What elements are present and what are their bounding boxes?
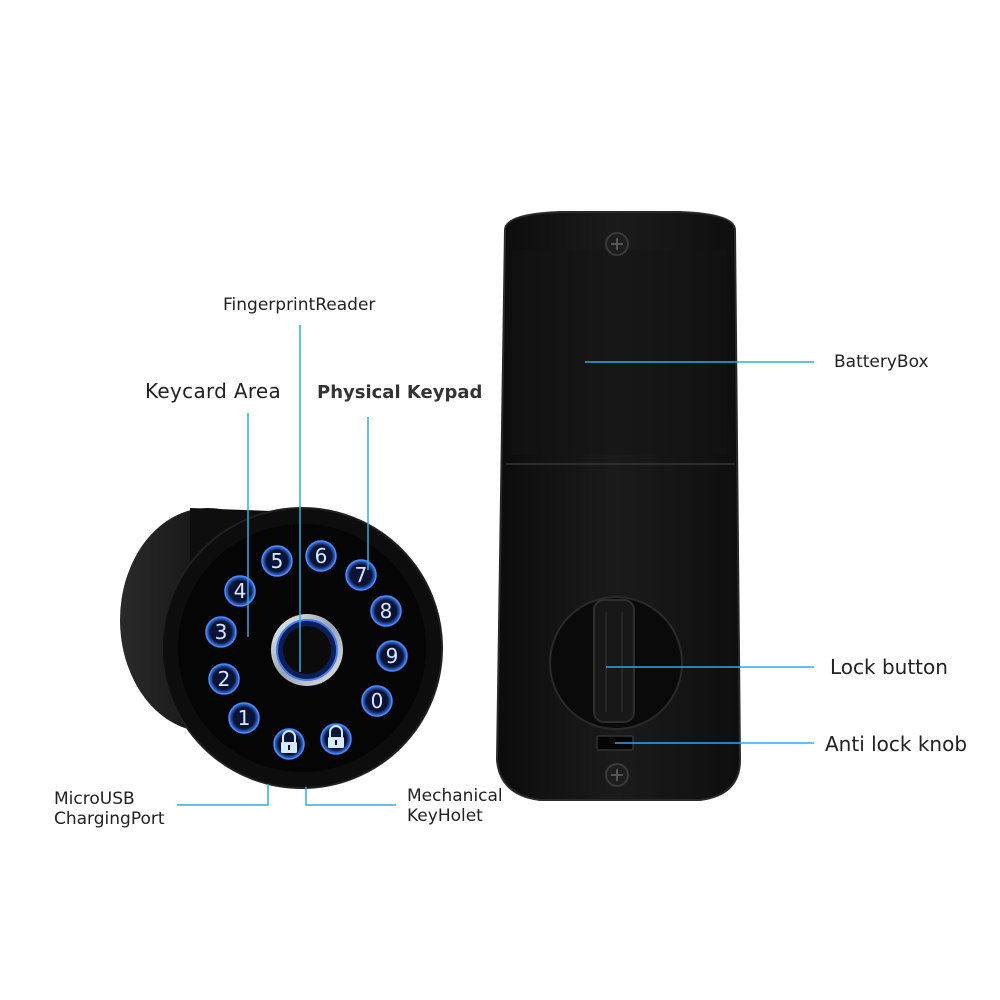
label-anti-lock-knob: Anti lock knob: [825, 732, 968, 756]
screw-icon: [605, 232, 629, 256]
key-3-label: 3: [215, 620, 228, 644]
key-8[interactable]: 8: [370, 595, 402, 627]
padlock-icon: [281, 730, 297, 753]
lock-button[interactable]: [549, 596, 683, 730]
key-0-label: 0: [371, 689, 384, 713]
key-2[interactable]: 2: [208, 663, 240, 695]
label-mechanical-keyhole: Mechanical KeyHolet: [407, 786, 503, 827]
front-lock-unit: 1 2 3 4 5 6 7: [120, 507, 443, 789]
key-4[interactable]: 4: [224, 575, 256, 607]
leader-lines: [177, 325, 814, 806]
key-7-label: 7: [355, 563, 368, 587]
fingerprint-reader[interactable]: [271, 614, 343, 686]
leader-usb: [177, 784, 269, 806]
key-7[interactable]: 7: [345, 559, 377, 591]
label-keycard-area: Keycard Area: [145, 379, 282, 403]
key-1-label: 1: [238, 706, 251, 730]
key-1[interactable]: 1: [228, 702, 260, 734]
key-3[interactable]: 3: [205, 616, 237, 648]
battery-box[interactable]: [512, 250, 727, 455]
key-2-label: 2: [218, 667, 231, 691]
label-micro-usb: MicroUSB ChargingPort: [54, 789, 165, 830]
lock-key-right[interactable]: [320, 723, 352, 755]
key-5-label: 5: [271, 549, 284, 573]
padlock-icon: [328, 725, 344, 748]
back-lock-unit: [495, 211, 742, 801]
key-8-label: 8: [380, 599, 393, 623]
label-lock-button: Lock button: [830, 655, 948, 679]
key-4-label: 4: [234, 579, 247, 603]
label-fingerprint-reader: FingerprintReader: [223, 295, 376, 315]
key-0[interactable]: 0: [361, 685, 393, 717]
key-5[interactable]: 5: [261, 545, 293, 577]
lock-key-left[interactable]: [273, 728, 305, 760]
screw-icon: [605, 763, 629, 787]
key-6[interactable]: 6: [305, 540, 337, 572]
leader-mechanical: [305, 787, 396, 806]
keypad: 1 2 3 4 5 6 7: [205, 540, 408, 760]
key-6-label: 6: [315, 544, 328, 568]
key-9-label: 9: [386, 644, 399, 668]
key-9[interactable]: 9: [376, 640, 408, 672]
label-battery-box: BatteryBox: [834, 352, 929, 372]
label-physical-keypad: Physical Keypad: [317, 382, 483, 403]
